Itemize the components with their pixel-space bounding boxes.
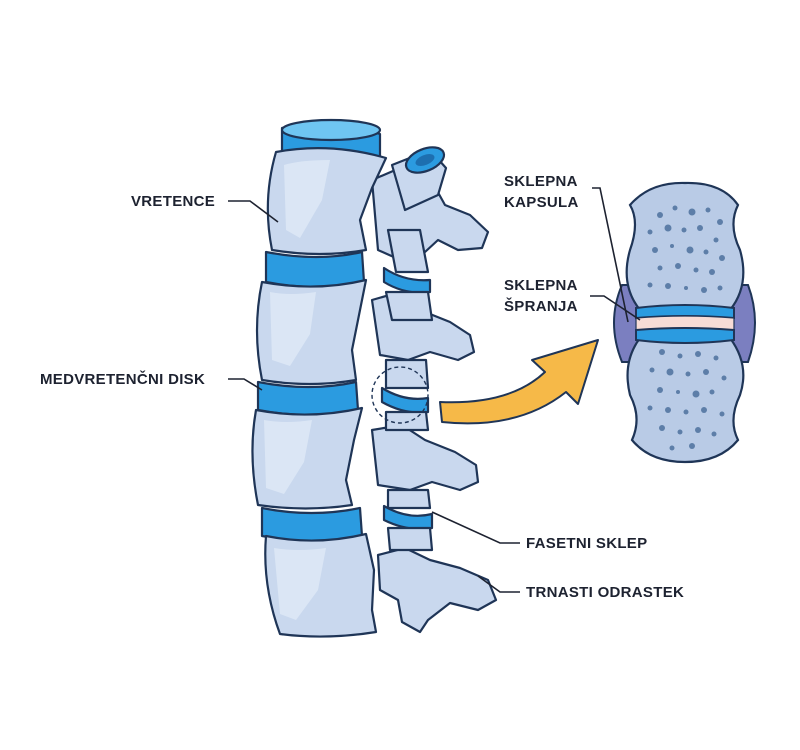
leader-lines: [228, 187, 641, 593]
facet-joint-detail: [613, 181, 756, 464]
curved-arrow-icon: [439, 339, 599, 425]
label-medvretencni-disk: MEDVRETENČNI DISK: [40, 370, 205, 388]
label-sklepna-spranja-line1: SKLEPNA: [504, 277, 578, 294]
spinous-processes: [370, 146, 498, 634]
vertebral-bodies: [251, 118, 388, 638]
label-sklepna-spranja-line2: ŠPRANJA: [504, 297, 578, 315]
label-sklepna-kapsula-line1: SKLEPNA: [504, 173, 578, 190]
spongy-bone-texture: [647, 205, 727, 451]
label-vretence: VRETENCE: [131, 193, 215, 210]
label-trnasti-odrastek: TRNASTI ODRASTEK: [526, 584, 684, 601]
dashed-circle-icon: [371, 366, 429, 424]
label-sklepna-kapsula-line2: KAPSULA: [504, 194, 579, 211]
label-fasetni-sklep: FASETNI SKLEP: [526, 535, 647, 552]
spine: [251, 118, 498, 638]
